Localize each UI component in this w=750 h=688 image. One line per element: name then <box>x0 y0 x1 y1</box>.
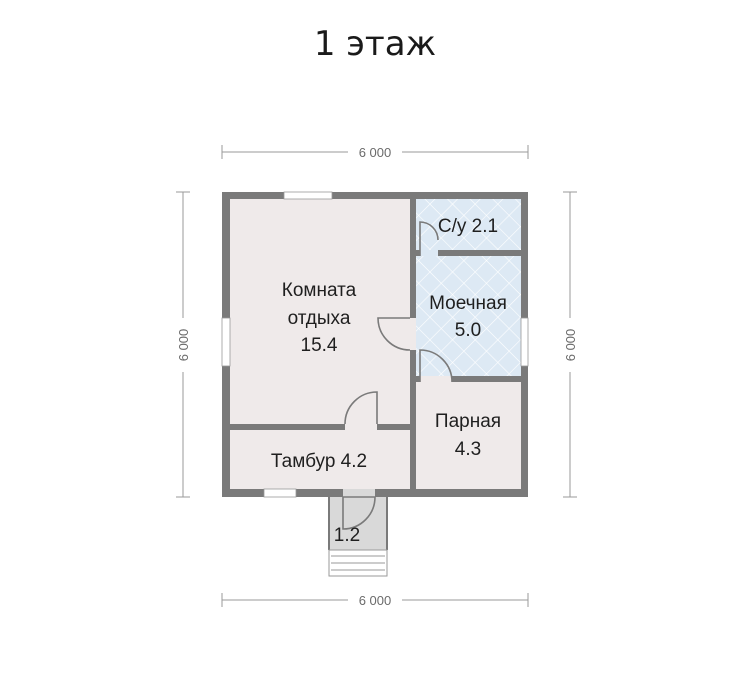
windows <box>221 191 529 498</box>
left-dimension: 6 000 <box>174 191 192 498</box>
right-dimension: 6 000 <box>561 191 579 498</box>
steam-room-floor <box>416 382 521 489</box>
bottom-dimension: 6 000 <box>221 591 529 609</box>
living-room-name-line2: отдыха <box>288 308 351 329</box>
steam-room-name: Парная <box>435 411 501 432</box>
steam-room-area: 4.3 <box>455 439 481 460</box>
window-left <box>221 317 231 367</box>
doors <box>342 221 453 530</box>
living-room-area: 15.4 <box>301 335 338 356</box>
wc-label: С/у 2.1 <box>438 216 498 237</box>
window-vestibule <box>263 488 297 498</box>
window-right <box>520 317 529 367</box>
window-top <box>283 191 333 200</box>
living-room-floor <box>230 199 410 424</box>
porch <box>328 495 388 577</box>
porch-steps <box>328 549 388 577</box>
left-dimension-label: 6 000 <box>176 329 191 362</box>
right-dimension-label: 6 000 <box>563 329 578 362</box>
living-room-name-line1: Комната <box>282 280 357 301</box>
washroom-name: Моечная <box>429 293 507 314</box>
top-dimension-label: 6 000 <box>359 145 392 160</box>
porch-label: 1.2 <box>334 525 360 546</box>
washroom-floor <box>416 256 521 376</box>
floor-title: 1 этаж <box>314 24 436 64</box>
vestibule-label: Тамбур 4.2 <box>271 451 367 472</box>
wc-floor <box>416 199 521 250</box>
top-dimension: 6 000 <box>221 143 529 161</box>
vestibule-floor <box>230 430 410 489</box>
washroom-area: 5.0 <box>455 320 481 341</box>
bottom-dimension-label: 6 000 <box>359 593 392 608</box>
